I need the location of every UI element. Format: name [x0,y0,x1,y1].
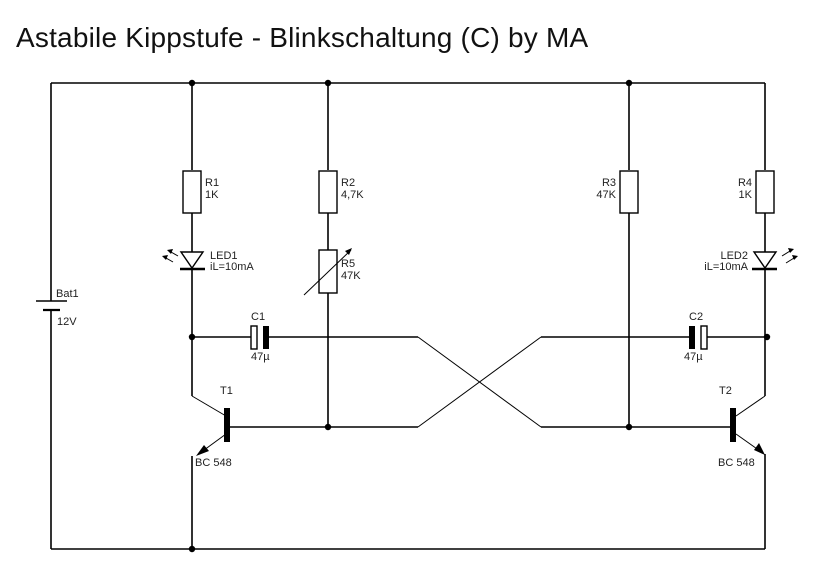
r2-value: 4,7K [341,189,364,201]
junction-dot [625,423,633,431]
c1-name: C1 [251,311,265,323]
r1-value: 1K [205,189,219,201]
resistor-r4: R4 1K [738,170,775,214]
led2-name: LED2 [720,250,748,262]
t1-value: BC 548 [195,457,232,469]
junction-dot [763,333,771,341]
r3-value: 47K [596,189,616,201]
r1-name: R1 [205,177,219,189]
junction-dot [188,79,196,87]
led1-name: LED1 [210,250,238,262]
bat1-value: 12V [57,316,77,328]
t2-name: T2 [719,385,732,397]
resistor-r1: R1 1K [182,170,219,214]
resistor-r2: R2 4,7K [318,170,364,214]
r4-name: R4 [738,177,752,189]
r2-name: R2 [341,177,355,189]
transistor-t1: T1 BC 548 [191,385,233,549]
potentiometer-r5: R5 47K [303,248,361,296]
diagram-title: Astabile Kippstufe - Blinkschaltung (C) … [16,22,589,53]
capacitor-c1: C1 47µ [250,311,270,363]
r5-name: R5 [341,258,355,270]
junction-dot [625,79,633,87]
led2-value: iL=10mA [704,261,748,273]
t1-name: T1 [220,385,233,397]
cross-wire [417,336,542,428]
led1-value: iL=10mA [210,261,254,273]
battery-bat1: Bat1 12V [36,288,79,328]
r5-value: 47K [341,270,361,282]
bat1-name: Bat1 [56,288,79,300]
r3-name: R3 [602,177,616,189]
t2-value: BC 548 [718,457,755,469]
junction-dot [188,545,196,553]
transistor-t2: T2 BC 548 [718,385,766,549]
capacitor-c2: C2 47µ [684,311,708,363]
c1-value: 47µ [251,351,270,363]
c2-name: C2 [689,311,703,323]
resistor-r3: R3 47K [596,170,639,214]
junction-dot [324,79,332,87]
r4-value: 1K [739,189,753,201]
junction-dot [324,423,332,431]
led-led1: LED1 iL=10mA [162,249,254,273]
led-led2: LED2 iL=10mA [704,248,798,273]
c2-value: 47µ [684,351,703,363]
